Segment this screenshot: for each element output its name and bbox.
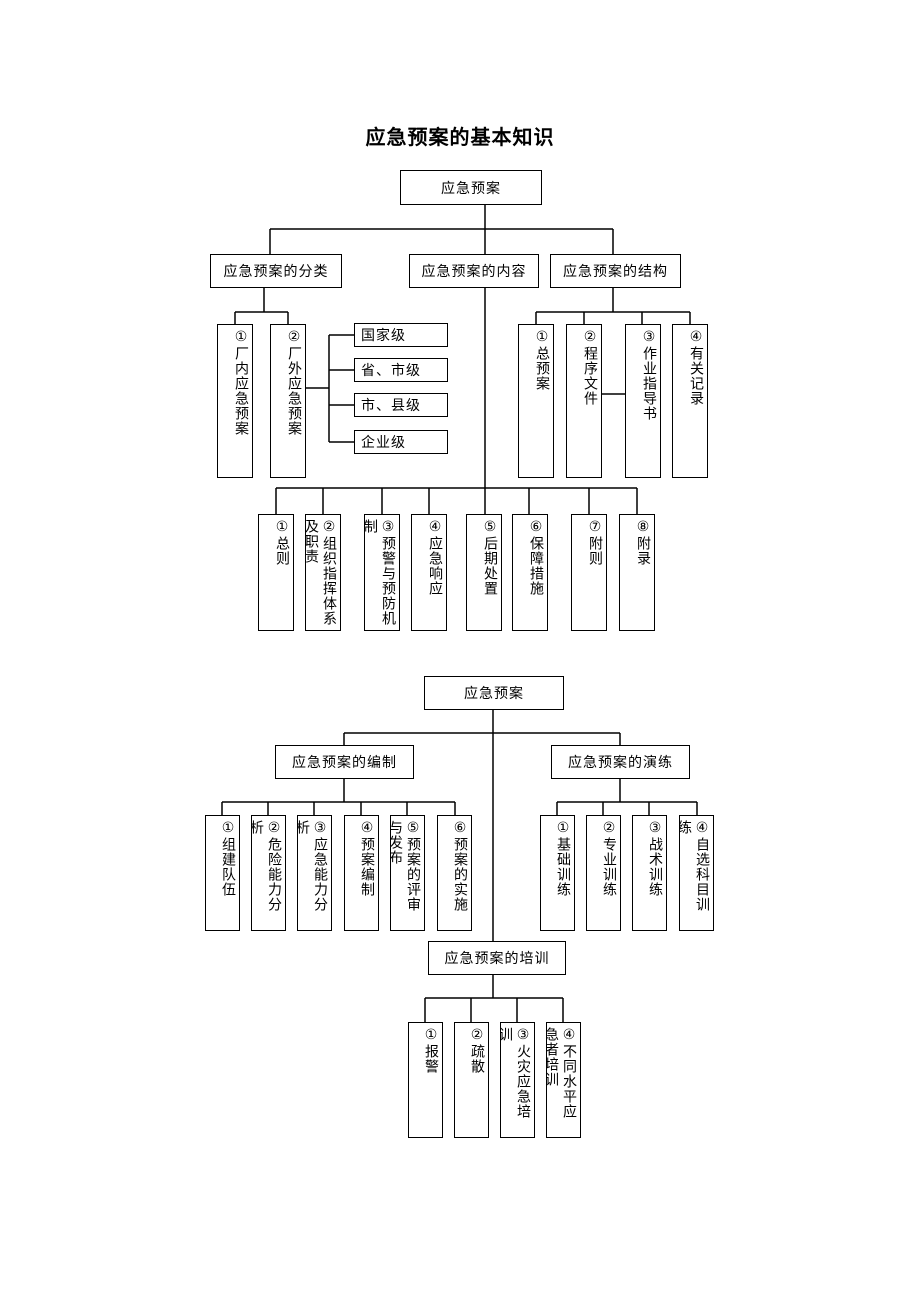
drill-item: ③战术训练 [632, 815, 667, 931]
content-item: ⑤后期处置 [466, 514, 502, 631]
root-box: 应急预案 [424, 676, 564, 710]
category-item: ①厂内应急预案 [217, 324, 253, 478]
structure-box: 应急预案的结构 [550, 254, 681, 288]
content-label: 应急预案的内容 [421, 264, 527, 280]
content-item: ③预警与预防机制 [364, 514, 400, 631]
preparation-item: ③应急能力分析 [297, 815, 332, 931]
preparation-item: ⑤预案的评审与发布 [390, 815, 425, 931]
content-item: ⑥保障措施 [512, 514, 548, 631]
level-box: 市、县级 [354, 393, 448, 417]
category-box: 应急预案的分类 [210, 254, 342, 288]
level-box: 企业级 [354, 430, 448, 454]
root-box: 应急预案 [400, 170, 542, 205]
preparation-item: ⑥预案的实施 [437, 815, 472, 931]
structure-item: ④有关记录 [672, 324, 708, 478]
content-item: ⑧附录 [619, 514, 655, 631]
category-label: 应急预案的分类 [223, 264, 329, 280]
preparation-item: ①组建队伍 [205, 815, 240, 931]
root-label: 应急预案 [441, 180, 501, 197]
training-item: ③火灾应急培训 [500, 1022, 535, 1138]
drill-item: ④自选科目训练 [679, 815, 714, 931]
content-item: ①总则 [258, 514, 294, 631]
preparation-label: 应急预案的编制 [292, 755, 397, 771]
training-label: 应急预案的培训 [444, 951, 550, 967]
content-item: ②组织指挥体系及职责 [305, 514, 341, 631]
level-box: 省、市级 [354, 358, 448, 382]
root-label: 应急预案 [464, 686, 524, 702]
preparation-box: 应急预案的编制 [275, 745, 414, 779]
content-item: ⑦附则 [571, 514, 607, 631]
preparation-item: ②危险能力分析 [251, 815, 286, 931]
content-item: ④应急响应 [411, 514, 447, 631]
drill-item: ①基础训练 [540, 815, 575, 931]
drill-item: ②专业训练 [586, 815, 621, 931]
structure-item: ③作业指导书 [625, 324, 661, 478]
training-box: 应急预案的培训 [428, 941, 566, 975]
structure-item: ②程序文件 [566, 324, 602, 478]
training-item: ④不同水平应急者培训 [546, 1022, 581, 1138]
preparation-item: ④预案编制 [344, 815, 379, 931]
content-box: 应急预案的内容 [409, 254, 539, 288]
structure-label: 应急预案的结构 [563, 264, 668, 280]
training-item: ①报警 [408, 1022, 443, 1138]
drill-box: 应急预案的演练 [551, 745, 690, 779]
training-item: ②疏散 [454, 1022, 489, 1138]
drill-label: 应急预案的演练 [568, 755, 673, 771]
level-box: 国家级 [354, 323, 448, 347]
category-item: ②厂外应急预案 [270, 324, 306, 478]
page-title: 应急预案的基本知识 [365, 125, 555, 149]
structure-item: ①总预案 [518, 324, 554, 478]
